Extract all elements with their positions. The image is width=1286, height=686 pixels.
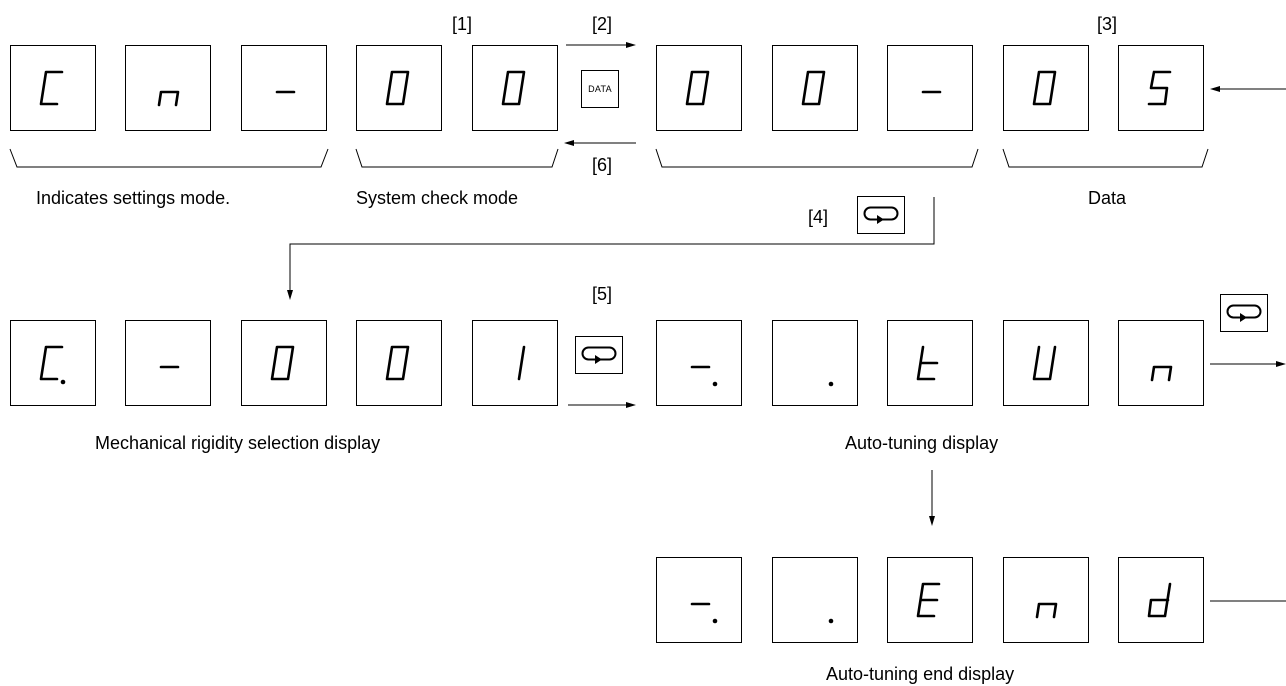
label-rigidity: Mechanical rigidity selection display xyxy=(95,433,381,453)
bracket-settings-mode xyxy=(9,148,329,168)
label-autotune: Auto-tuning display xyxy=(845,433,999,453)
digit-row1-8 xyxy=(887,45,973,131)
digit-row1-7 xyxy=(772,45,858,131)
digit-row3-5 xyxy=(1118,557,1204,643)
step-label-4: [4] xyxy=(808,207,829,227)
digit-row1-5 xyxy=(472,45,558,131)
digit-row1-9 xyxy=(1003,45,1089,131)
return-arrow-icon xyxy=(863,206,899,224)
digit-row2-7 xyxy=(772,320,858,406)
digit-row1-1 xyxy=(10,45,96,131)
return-arrow-icon xyxy=(581,346,617,364)
digit-row3-1 xyxy=(656,557,742,643)
step-label-6: [6] xyxy=(592,155,613,175)
bracket-data xyxy=(1002,148,1209,168)
digit-row1-10 xyxy=(1118,45,1204,131)
step-label-1: [1] xyxy=(452,14,473,34)
digit-row2-5 xyxy=(472,320,558,406)
step-label-5: [5] xyxy=(592,284,613,304)
label-system-check: System check mode xyxy=(356,188,519,208)
digit-row1-3 xyxy=(241,45,327,131)
digit-row3-2 xyxy=(772,557,858,643)
bracket-system-check xyxy=(355,148,559,168)
step-label-3: [3] xyxy=(1097,14,1118,34)
label-settings-mode: Indicates settings mode. xyxy=(36,188,231,208)
digit-row2-10 xyxy=(1118,320,1204,406)
label-autotune-end: Auto-tuning end display xyxy=(826,664,1015,684)
digit-row1-6 xyxy=(656,45,742,131)
digit-row2-1 xyxy=(10,320,96,406)
digit-row3-3 xyxy=(887,557,973,643)
bracket-data-code xyxy=(655,148,979,168)
digit-row2-3 xyxy=(241,320,327,406)
digit-row1-2 xyxy=(125,45,211,131)
enter-key-3[interactable] xyxy=(1220,294,1268,332)
digit-row2-9 xyxy=(1003,320,1089,406)
enter-key-2[interactable] xyxy=(575,336,623,374)
digit-row2-4 xyxy=(356,320,442,406)
digit-row2-2 xyxy=(125,320,211,406)
digit-row1-4 xyxy=(356,45,442,131)
return-arrow-icon xyxy=(1226,304,1262,322)
step-label-2: [2] xyxy=(592,14,613,34)
label-data: Data xyxy=(1088,188,1127,208)
digit-row2-8 xyxy=(887,320,973,406)
data-key[interactable]: DATA xyxy=(581,70,619,108)
digit-row3-4 xyxy=(1003,557,1089,643)
data-key-label: DATA xyxy=(588,84,612,94)
enter-key-1[interactable] xyxy=(857,196,905,234)
digit-row2-6 xyxy=(656,320,742,406)
